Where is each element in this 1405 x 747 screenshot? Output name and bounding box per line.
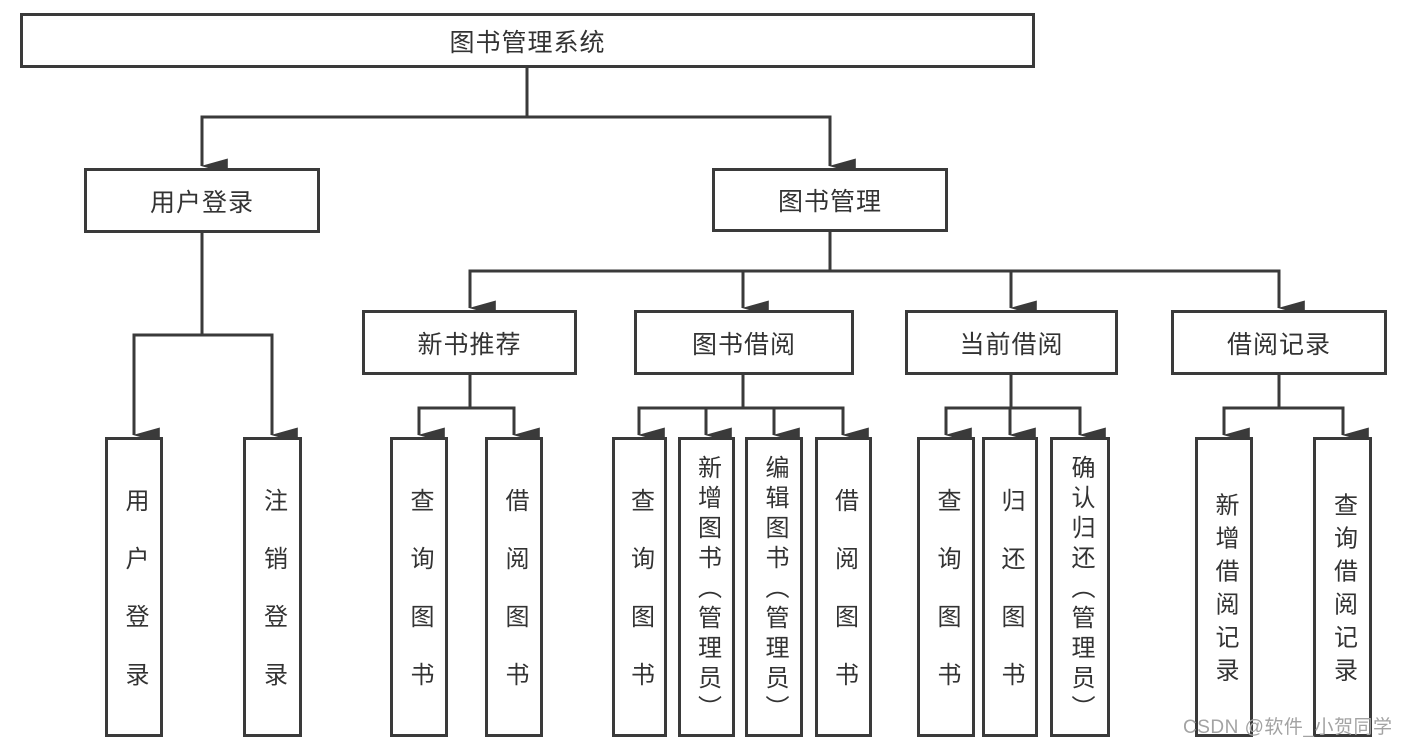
node-book-management-label: 图书管理: [777, 188, 882, 216]
leaf-recommend-borrow-books-label: 借阅图书: [501, 488, 528, 720]
leaf-user-login: 用户登录: [105, 437, 163, 737]
leaf-add-books-admin-label: 新增图书（管理员）: [693, 455, 721, 725]
leaf-borrowing-query-books: 查询图书: [612, 437, 667, 737]
node-borrow-records: 借阅记录: [1171, 310, 1387, 375]
leaf-logout-label: 注销登录: [259, 488, 287, 720]
leaf-confirm-return-admin: 确认归还（管理员）: [1050, 437, 1110, 737]
leaf-edit-books-admin-label: 编辑图书（管理员）: [761, 455, 788, 725]
leaf-add-books-admin: 新增图书（管理员）: [678, 437, 735, 737]
leaf-add-borrow-record: 新增借阅记录: [1195, 437, 1253, 737]
node-user-login: 用户登录: [84, 168, 320, 233]
node-borrow-records-label: 借阅记录: [1226, 330, 1331, 359]
leaf-current-query-books: 查询图书: [917, 437, 975, 737]
node-current-borrowing-label: 当前借阅: [959, 330, 1064, 359]
node-user-login-label: 用户登录: [149, 188, 254, 217]
leaf-query-borrow-record-label: 查询借阅记录: [1329, 492, 1357, 691]
leaf-return-books-label: 归还图书: [997, 488, 1024, 720]
leaf-logout: 注销登录: [243, 437, 302, 737]
node-new-book-recommend-label: 新书推荐: [417, 330, 522, 359]
node-library-system: 图书管理系统: [20, 13, 1035, 68]
leaf-return-books: 归还图书: [982, 437, 1038, 737]
node-book-borrowing: 图书借阅: [634, 310, 854, 375]
leaf-recommend-borrow-books: 借阅图书: [485, 437, 543, 737]
leaf-confirm-return-admin-label: 确认归还（管理员）: [1067, 455, 1094, 725]
leaf-recommend-query-books: 查询图书: [390, 437, 448, 737]
leaf-borrowing-borrow-books-label: 借阅图书: [830, 488, 858, 720]
leaf-recommend-query-books-label: 查询图书: [406, 488, 433, 720]
leaf-add-borrow-record-label: 新增借阅记录: [1211, 492, 1238, 691]
node-book-borrowing-label: 图书借阅: [691, 330, 796, 359]
leaf-borrowing-borrow-books: 借阅图书: [815, 437, 872, 737]
node-new-book-recommend: 新书推荐: [362, 310, 577, 375]
leaf-query-borrow-record: 查询借阅记录: [1313, 437, 1372, 737]
watermark: CSDN @软件_小贺同学: [1183, 717, 1393, 738]
leaf-current-query-books-label: 查询图书: [933, 488, 960, 720]
node-current-borrowing: 当前借阅: [905, 310, 1118, 375]
leaf-borrowing-query-books-label: 查询图书: [626, 488, 654, 720]
leaf-user-login-label: 用户登录: [121, 488, 148, 720]
node-library-system-label: 图书管理系统: [449, 28, 606, 57]
leaf-edit-books-admin: 编辑图书（管理员）: [745, 437, 803, 737]
node-book-management: 图书管理: [712, 168, 948, 232]
